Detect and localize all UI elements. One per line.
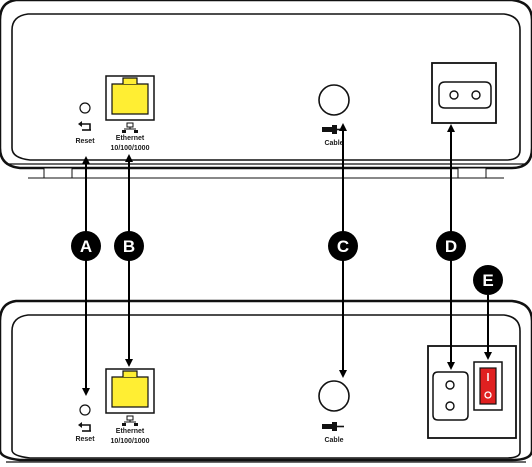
- callout-d: D: [436, 231, 466, 261]
- reset-arrow-icon: [78, 422, 91, 432]
- bottom-ethernet-speed-label: 10/100/1000: [111, 438, 150, 445]
- top-ethernet-speed-label: 10/100/1000: [111, 145, 150, 152]
- bottom-ethernet-port-latch: [122, 370, 138, 377]
- top-ethernet-port[interactable]: [111, 83, 149, 115]
- top-reset-label: Reset: [75, 138, 95, 145]
- reset-arrow-icon: [78, 121, 91, 131]
- callout-a: A: [71, 231, 101, 261]
- top-reset-button[interactable]: [79, 102, 91, 114]
- callout-e: E: [473, 265, 503, 295]
- top-modem-foot-left: [43, 167, 73, 179]
- power-inlet-icon[interactable]: [432, 371, 469, 421]
- power-switch-icon[interactable]: [473, 361, 503, 411]
- bottom-modem-inner-panel: [11, 314, 521, 459]
- coax-plug-icon: [322, 422, 344, 431]
- top-modem: Reset Ethernet 10/100/1000 Cable: [0, 0, 532, 179]
- callout-c: C: [328, 231, 358, 261]
- power-inlet-icon[interactable]: [438, 81, 492, 109]
- top-ethernet-label: Ethernet: [116, 135, 145, 142]
- bottom-ethernet-port[interactable]: [111, 376, 149, 408]
- top-modem-inner-panel: [11, 13, 521, 161]
- network-icon: [122, 415, 138, 426]
- bottom-cable-port[interactable]: [318, 380, 350, 412]
- top-cable-label: Cable: [324, 140, 343, 147]
- top-cable-port[interactable]: [318, 84, 350, 116]
- top-ethernet-port-latch: [122, 77, 138, 84]
- network-icon: [122, 122, 138, 133]
- leader-lines: [82, 123, 492, 396]
- bottom-cable-label: Cable: [324, 437, 343, 444]
- callout-d-letter: D: [445, 237, 457, 256]
- bottom-reset-label: Reset: [75, 436, 95, 443]
- callout-b: B: [114, 231, 144, 261]
- bottom-modem: Reset Ethernet 10/100/1000 Cable: [0, 299, 532, 463]
- top-modem-foot-right: [457, 167, 487, 179]
- bottom-reset-button[interactable]: [79, 404, 91, 416]
- callout-e-letter: E: [482, 271, 493, 290]
- bottom-ethernet-label: Ethernet: [116, 428, 145, 435]
- callout-b-letter: B: [123, 237, 135, 256]
- callout-c-letter: C: [337, 237, 349, 256]
- callout-a-letter: A: [80, 237, 92, 256]
